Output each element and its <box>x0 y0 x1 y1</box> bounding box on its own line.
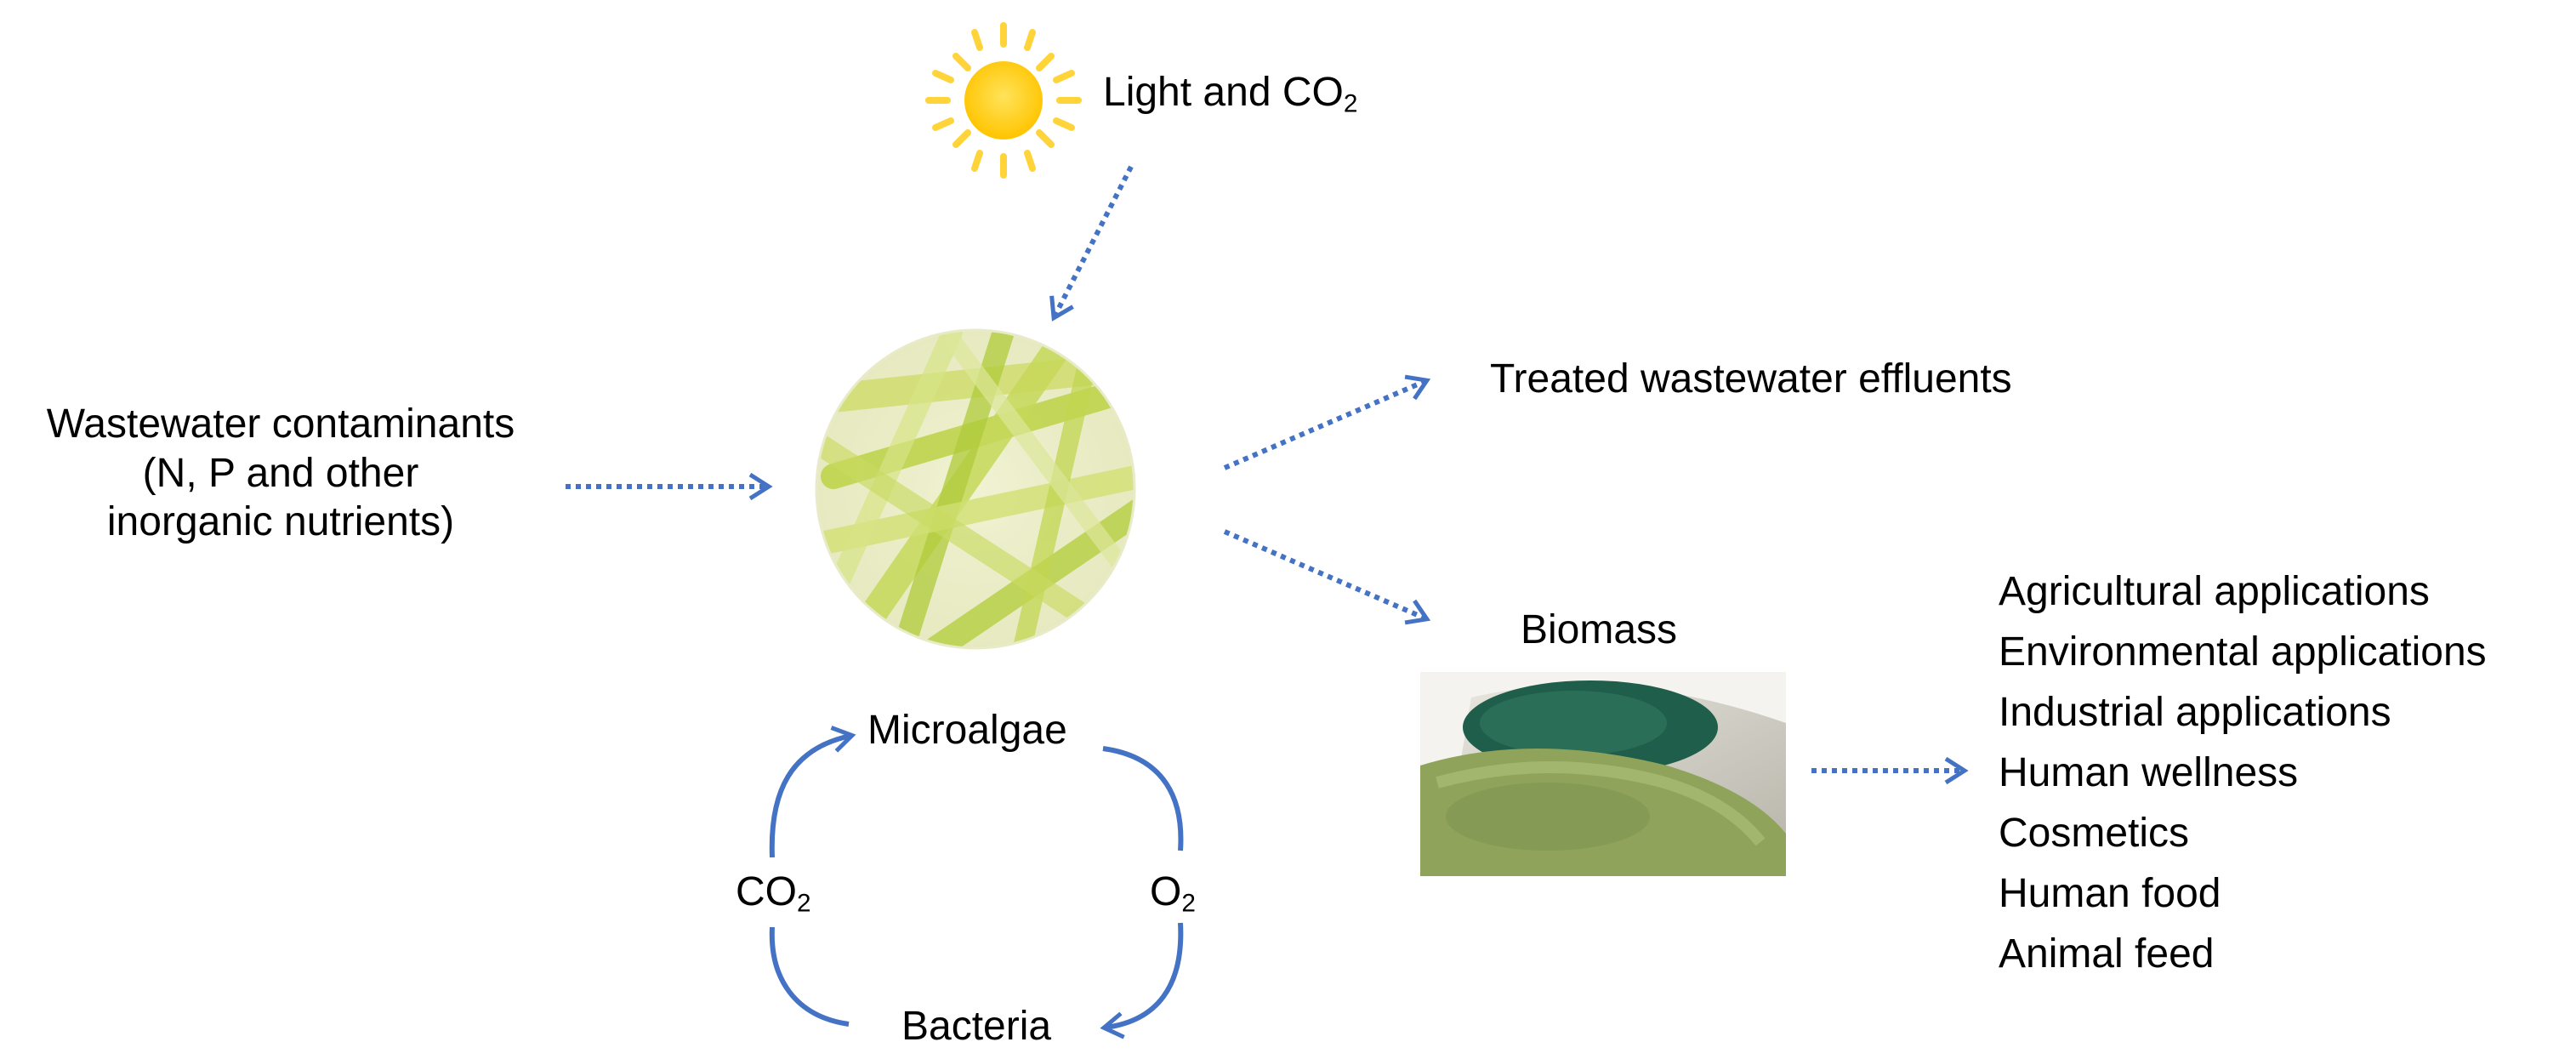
microalgae-micrograph <box>815 328 1136 650</box>
cycle-microalgae-label: Microalgae <box>867 708 1067 753</box>
arc-co2-to-microalgae <box>769 726 856 858</box>
application-item: Industrial applications <box>1999 690 2391 735</box>
application-item: Human wellness <box>1999 750 2299 795</box>
cycle-arrows <box>769 726 1184 1039</box>
applications-list: Agricultural applications Environmental … <box>1999 561 2487 984</box>
biomass-powder-photo <box>1420 672 1786 876</box>
sun-icon <box>925 22 1082 179</box>
cycle-co2-label: CO2 <box>736 869 811 918</box>
wastewater-contaminants-label: Wastewater contaminants (N, P and other … <box>0 400 561 547</box>
arrows <box>566 165 1969 785</box>
treated-effluent-label: Treated wastewater effluents <box>1490 356 2012 401</box>
application-item: Human food <box>1999 871 2221 916</box>
light-co2-label: Light and CO2 <box>1103 70 1358 118</box>
arc-microalgae-to-o2 <box>1102 746 1184 851</box>
cycle-bacteria-label: Bacteria <box>901 1004 1052 1049</box>
arc-o2-to-bacteria <box>1100 922 1184 1039</box>
application-item: Animal feed <box>1999 931 2215 976</box>
arrow-algae-to-effluent <box>1223 374 1431 470</box>
wastewater-line-1: Wastewater contaminants <box>46 401 515 447</box>
arrow-light-to-algae <box>1049 165 1134 322</box>
arc-bacteria-to-co2 <box>769 926 850 1027</box>
wastewater-line-3: inorganic nutrients) <box>106 499 455 545</box>
application-item: Agricultural applications <box>1999 569 2430 614</box>
application-item: Environmental applications <box>1999 629 2487 675</box>
application-item: Cosmetics <box>1999 811 2190 856</box>
arrow-algae-to-biomass <box>1223 529 1431 625</box>
cycle-o2-label: O2 <box>1150 869 1196 918</box>
biomass-label: Biomass <box>1521 607 1678 652</box>
wastewater-line-2: (N, P and other <box>142 450 419 496</box>
